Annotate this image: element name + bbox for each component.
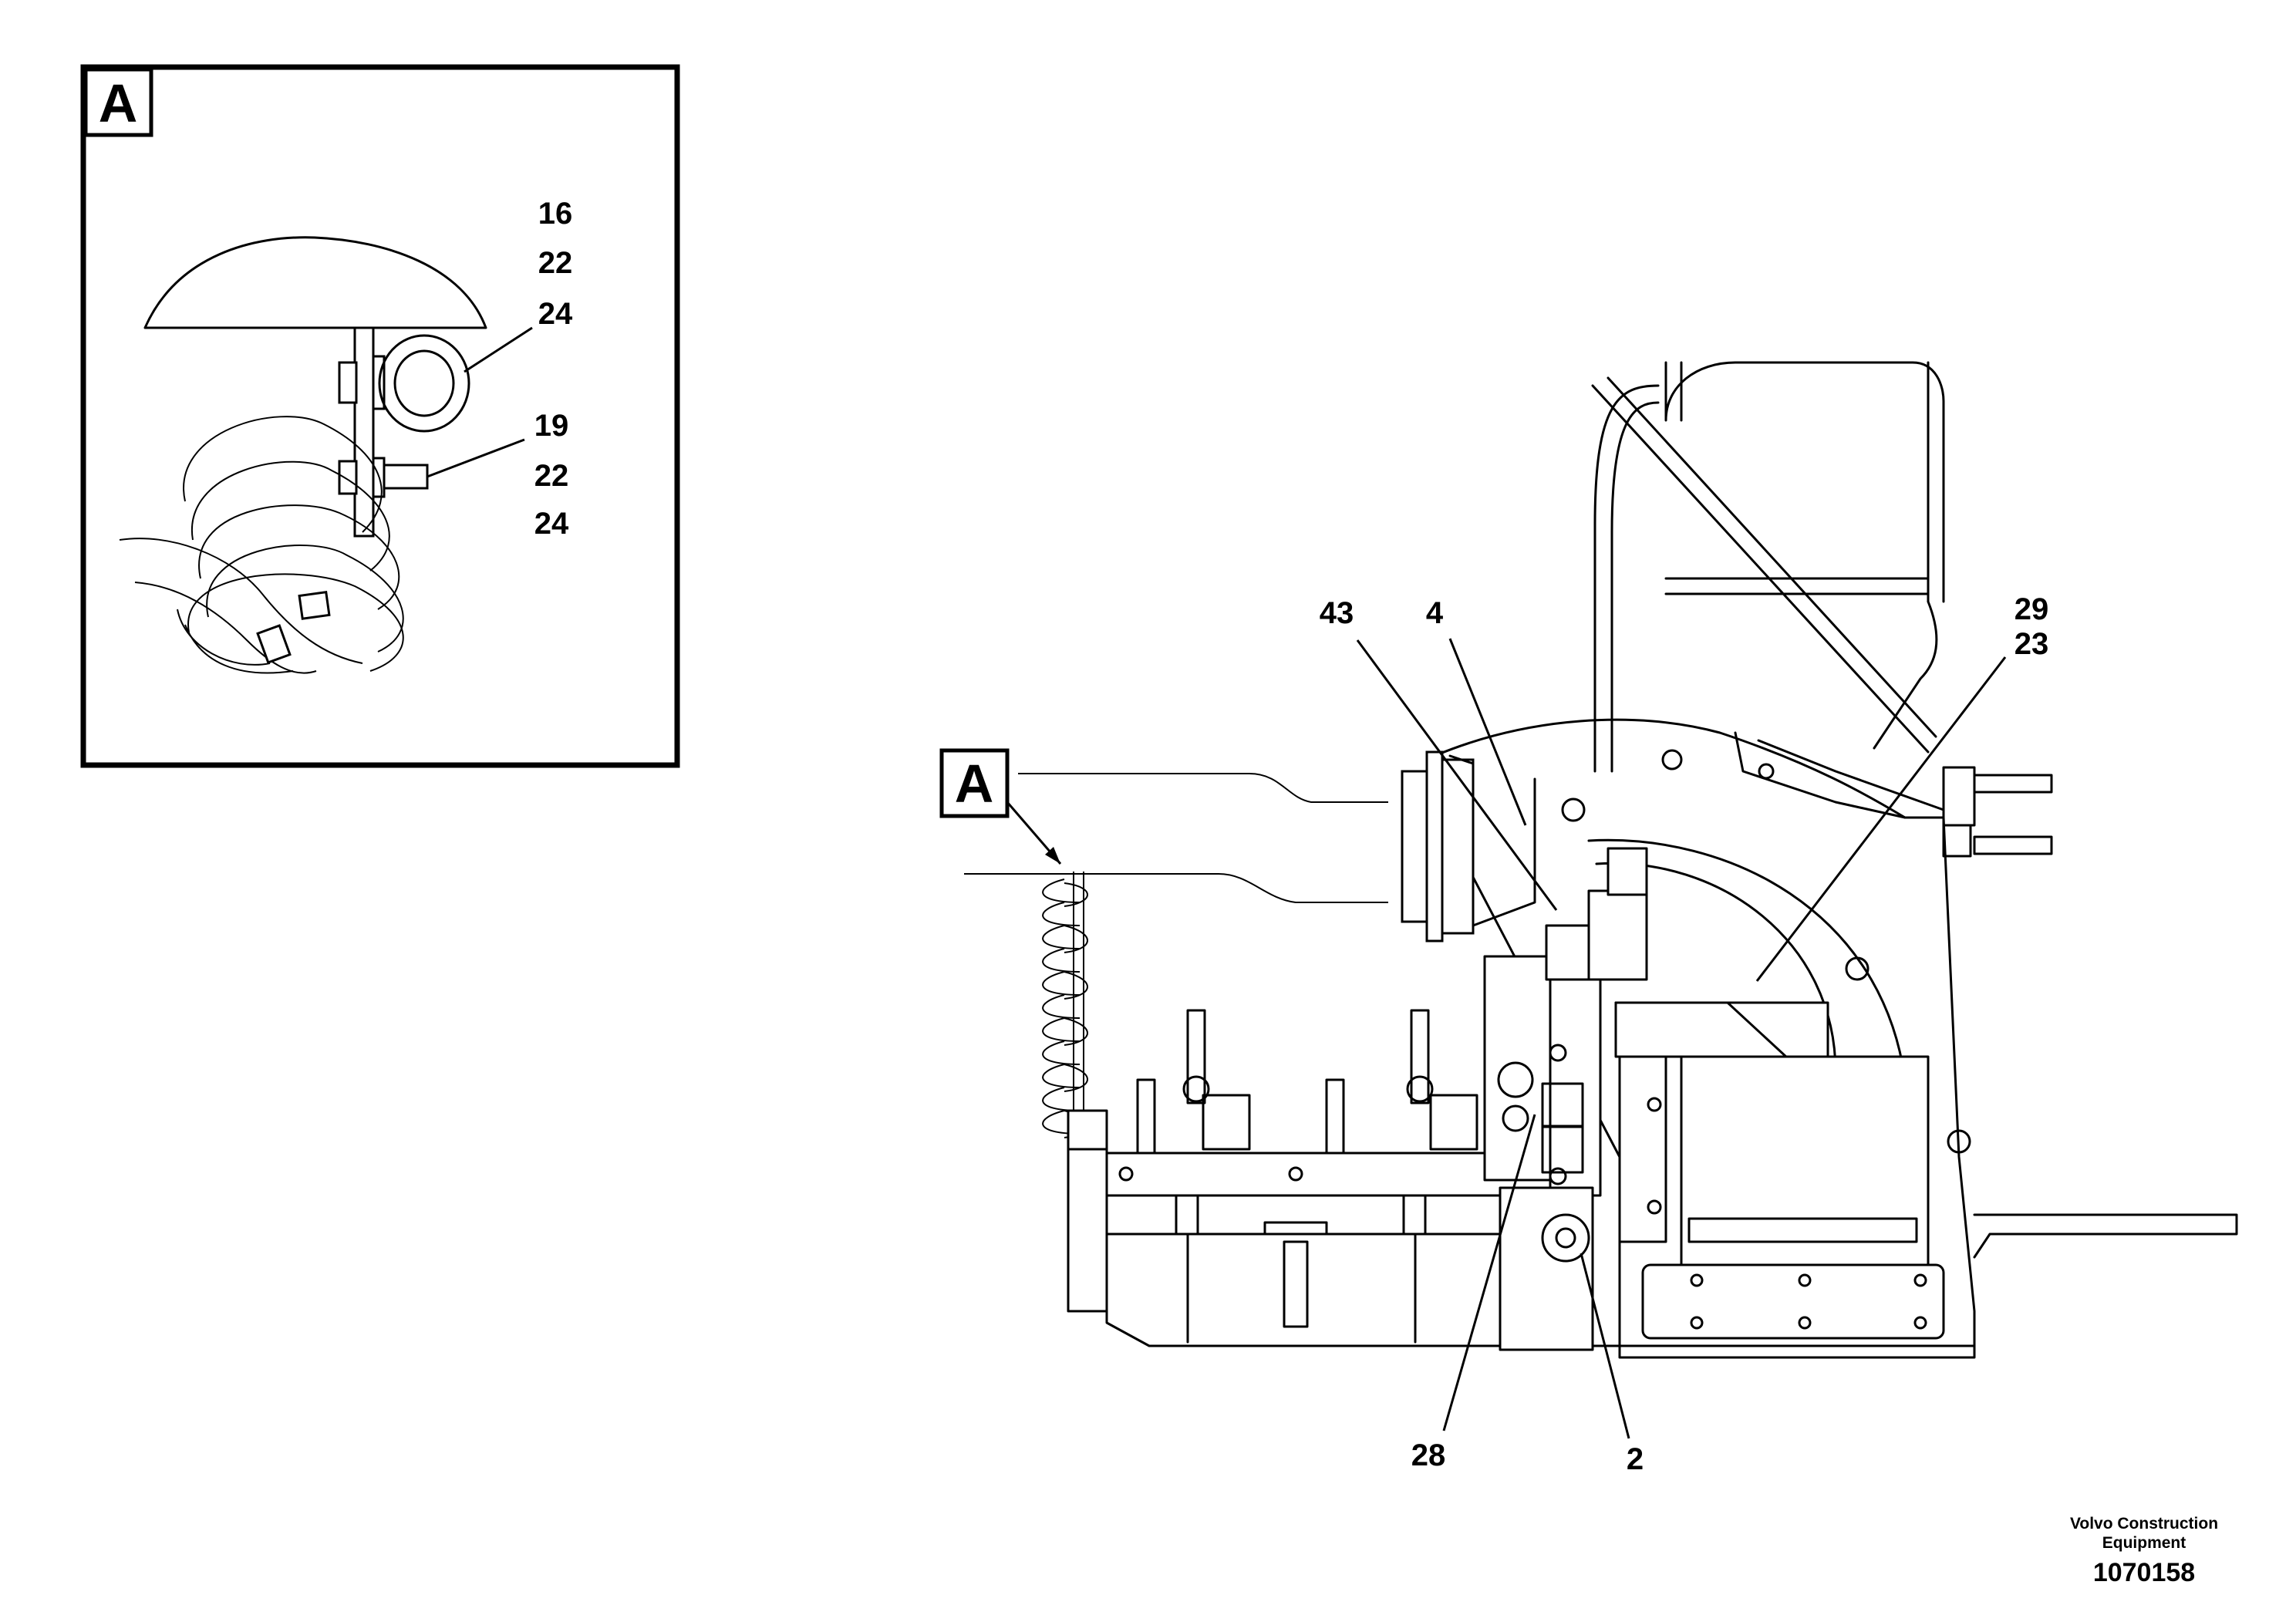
detail-label: A bbox=[99, 73, 138, 133]
leader-28 bbox=[1442, 1114, 1536, 1431]
housing-bolt-4 bbox=[1561, 798, 1586, 822]
leader-19 bbox=[426, 438, 525, 478]
callout-16: 16 bbox=[538, 197, 573, 231]
eye-bolt-outer bbox=[378, 334, 470, 433]
phantom-outline-lower bbox=[964, 873, 1388, 903]
callout-24-lower: 24 bbox=[534, 507, 569, 541]
drawing-number: 1070158 bbox=[2093, 1558, 2195, 1587]
callout-29: 29 bbox=[2014, 592, 2049, 626]
pipe-flange-3 bbox=[1441, 758, 1475, 935]
leader-24-upper bbox=[464, 326, 533, 373]
coil-spring bbox=[1042, 872, 1088, 1141]
leader-2 bbox=[1580, 1253, 1630, 1439]
leader-29-23 bbox=[1755, 656, 2007, 982]
cable-tie-1 bbox=[298, 590, 331, 620]
housing-bolt-1 bbox=[1661, 749, 1683, 771]
pipe-stub bbox=[1448, 754, 1536, 927]
view-marker-box bbox=[939, 748, 1010, 818]
detail-frame bbox=[80, 64, 680, 768]
control-block bbox=[1483, 847, 1648, 1351]
callout-22-lower: 22 bbox=[534, 459, 569, 493]
leader-4 bbox=[1448, 638, 1527, 826]
housing-inner bbox=[1587, 838, 1907, 1081]
callout-24-upper: 24 bbox=[538, 297, 573, 331]
company-name-line2: Equipment bbox=[2102, 1534, 2186, 1552]
detail-label-box bbox=[83, 67, 153, 137]
right-actuator bbox=[1734, 731, 2053, 858]
pipe-flange-1 bbox=[1401, 770, 1428, 923]
lower-nut bbox=[338, 460, 358, 495]
housing-bolt-2 bbox=[1845, 956, 1870, 981]
upper-nut bbox=[338, 361, 358, 404]
main-view: A bbox=[939, 361, 2238, 1476]
view-marker-arrowhead bbox=[1045, 847, 1060, 864]
callout-43: 43 bbox=[1320, 596, 1354, 630]
detail-view-a: A 16 22 24 bbox=[80, 64, 680, 768]
right-box bbox=[1614, 1001, 2238, 1340]
callout-22-upper: 22 bbox=[538, 246, 573, 280]
pipe-flange-2 bbox=[1425, 750, 1444, 943]
coiled-cable bbox=[119, 416, 404, 674]
company-name-line1: Volvo Construction bbox=[2070, 1515, 2218, 1533]
eye-bolt-inner bbox=[393, 349, 455, 417]
callout-19: 19 bbox=[534, 409, 569, 443]
lamp-shade bbox=[143, 236, 487, 329]
lower-bolt bbox=[383, 464, 429, 490]
callout-2: 2 bbox=[1627, 1442, 1644, 1476]
leader-43 bbox=[1356, 639, 1558, 911]
housing-bolt-3 bbox=[1758, 763, 1775, 780]
phantom-outline bbox=[1018, 773, 1388, 803]
handrail bbox=[1591, 361, 1945, 773]
mounting-plate bbox=[353, 326, 375, 538]
callout-4: 4 bbox=[1426, 596, 1444, 630]
view-marker-label: A bbox=[955, 754, 994, 814]
callout-23: 23 bbox=[2014, 627, 2049, 661]
callout-28: 28 bbox=[1411, 1438, 1446, 1472]
title-block: Volvo Construction Equipment 1070158 bbox=[2070, 1515, 2218, 1587]
cable-tie-2 bbox=[256, 624, 292, 664]
